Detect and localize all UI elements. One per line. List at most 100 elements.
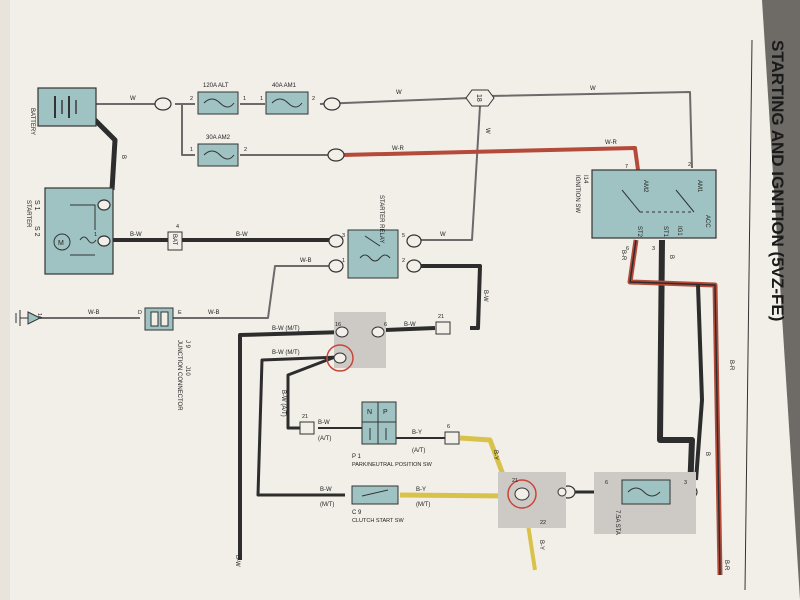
conn-upper-highlight bbox=[333, 352, 347, 364]
wl-w-5: W bbox=[440, 232, 446, 238]
wl-bw-2: B-W bbox=[236, 232, 248, 238]
starter-relay-label: STARTER RELAY bbox=[378, 195, 384, 243]
wire-bw-mt-clutch bbox=[256, 355, 345, 497]
wires bbox=[40, 91, 723, 576]
pnp-p: P bbox=[383, 409, 388, 416]
ground-label: 1A bbox=[36, 313, 42, 320]
pin-1-alt: 1 bbox=[243, 96, 246, 102]
pin-numbers: 2 1 1 2 1 2 1 4 3 1 5 2 7 2 6 3 21 6 16 … bbox=[94, 96, 691, 526]
pin-21-low: 21 bbox=[512, 478, 518, 484]
wl-wr-2: W-R bbox=[605, 140, 618, 146]
wire-by-mt bbox=[399, 492, 509, 499]
wire-b-ig1 bbox=[694, 284, 704, 481]
starter-relay bbox=[347, 229, 399, 279]
ign-st2: ST2 bbox=[636, 226, 642, 238]
pin-1-relay: 1 bbox=[342, 258, 345, 264]
conn-21-top bbox=[435, 321, 451, 335]
jc-id: J 9 bbox=[184, 340, 190, 349]
junction-18-label: 18 bbox=[475, 94, 482, 102]
ignition-switch bbox=[591, 169, 717, 239]
jc-alt: J10 bbox=[184, 366, 190, 376]
conn-upper-right bbox=[371, 326, 385, 338]
wire-bw-at bbox=[286, 355, 336, 430]
pin-D-jc: D bbox=[138, 310, 142, 316]
ign-st1: ST1 bbox=[662, 226, 668, 238]
page-title: STARTING AND IGNITION (5VZ-FE) bbox=[768, 40, 787, 321]
starter-id: S 1 bbox=[33, 200, 40, 211]
wire-bw-mt-left bbox=[238, 330, 346, 560]
wl-mt-2: (M/T) bbox=[416, 502, 430, 508]
wl-br-2: B-R bbox=[728, 360, 734, 371]
wl-b-2: B bbox=[668, 255, 674, 259]
fuse-am2-label: 30A AM2 bbox=[206, 135, 231, 141]
wl-br-1: B-R bbox=[620, 250, 626, 261]
title-rule bbox=[744, 39, 753, 591]
wl-at-1: (A/T) bbox=[318, 436, 331, 442]
junction-connector bbox=[144, 307, 174, 331]
wl-by-1: B-Y bbox=[412, 430, 422, 436]
ign-am2: AM2 bbox=[642, 180, 648, 193]
pin-6-sta: 6 bbox=[605, 480, 608, 486]
wire-labels: W W W W W W-R W-R B B-W B-W W-B W-B W-B … bbox=[88, 86, 734, 571]
bat-connector-label: BAT bbox=[171, 234, 177, 246]
pin-1-st: 1 bbox=[94, 232, 97, 238]
ign-id: I14 bbox=[582, 175, 588, 184]
pin-3-sta: 3 bbox=[684, 480, 687, 486]
pin-2-am1: 2 bbox=[312, 96, 315, 102]
conn-lower-highlight bbox=[514, 487, 530, 501]
wl-by-2: B-Y bbox=[416, 487, 426, 493]
battery bbox=[37, 87, 97, 127]
ign-name: IGNITION SW bbox=[574, 175, 580, 213]
pin-6-box: 6 bbox=[384, 322, 387, 328]
battery-label: BATTERY bbox=[29, 108, 35, 135]
wl-bw-7: B-W bbox=[234, 555, 240, 567]
wl-bw-6: B-W bbox=[320, 487, 332, 493]
pin-3-relay: 3 bbox=[342, 233, 345, 239]
wl-b-1: B bbox=[120, 155, 126, 159]
wl-bw-5: B-W bbox=[318, 420, 330, 426]
conn-upper-left bbox=[335, 326, 349, 338]
ign-acc: ACC bbox=[704, 215, 710, 228]
wl-bw-1: B-W bbox=[130, 232, 142, 238]
wire-relay-wb bbox=[160, 265, 335, 319]
wl-bw-at: B-W (A/T) bbox=[280, 390, 286, 417]
pin-3-ign: 3 bbox=[652, 246, 655, 252]
wl-bw-3: B-W bbox=[482, 290, 488, 302]
clutch-id: C 9 bbox=[352, 510, 362, 516]
pin-21-top: 21 bbox=[438, 314, 444, 320]
wl-by-3: B-Y bbox=[492, 450, 498, 460]
park-neutral-switch bbox=[361, 401, 397, 445]
fuse-40a-am1 bbox=[265, 91, 309, 115]
conn-21-at bbox=[299, 421, 315, 435]
pnp-id: P 1 bbox=[352, 454, 362, 460]
pin-4-bat: 4 bbox=[176, 224, 179, 230]
pin-2-alt: 2 bbox=[190, 96, 193, 102]
ign-am1: AM1 bbox=[696, 180, 702, 193]
wire-alt-am2 bbox=[181, 104, 195, 156]
bat-connector bbox=[167, 231, 183, 251]
wire-18-ign-am1 bbox=[489, 91, 693, 169]
fuse-120a-alt bbox=[197, 91, 239, 115]
ign-ig1: IG1 bbox=[676, 226, 682, 236]
pin-E-jc: E bbox=[178, 310, 182, 316]
pin-22-low: 22 bbox=[540, 520, 546, 526]
pnp-n: N bbox=[367, 409, 372, 416]
wl-at-2: (A/T) bbox=[412, 448, 425, 454]
wl-wr-1: W-R bbox=[392, 146, 405, 152]
wire-wr-red bbox=[341, 146, 640, 171]
wl-w-4: W bbox=[484, 128, 490, 134]
wl-w-3: W bbox=[590, 86, 596, 92]
svg-text:M: M bbox=[58, 240, 64, 247]
jc-name: JUNCTION CONNECTOR bbox=[176, 340, 182, 411]
clutch-start-switch bbox=[351, 485, 399, 505]
wl-bw-mt-2: B-W (M/T) bbox=[272, 350, 300, 356]
pin-7-ign: 7 bbox=[625, 164, 628, 170]
wl-br-3: B-R bbox=[723, 560, 729, 571]
pin-6-ign: 6 bbox=[626, 246, 629, 252]
starter-alt: S 2 bbox=[33, 226, 40, 237]
fuse-30a-am2 bbox=[197, 143, 239, 167]
sta-fuse-label: 7.5A STA bbox=[614, 510, 620, 535]
pin-6-at: 6 bbox=[447, 424, 450, 430]
